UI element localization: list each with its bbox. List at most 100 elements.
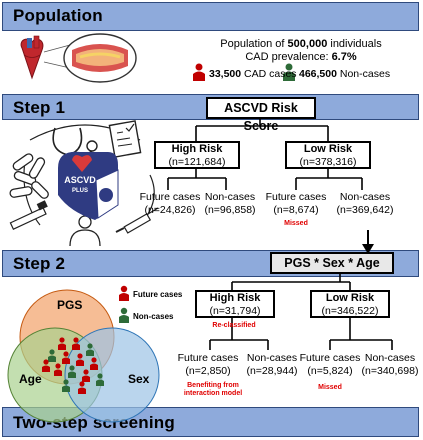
leaf-label: Future cases <box>299 352 361 364</box>
ascvd-logo-top: ASCVD <box>64 175 96 185</box>
leaf-label: Non-cases <box>364 352 416 364</box>
population-line1-suffix: individuals <box>327 38 382 50</box>
step1-to-step2-arrow <box>362 230 374 254</box>
person-red-icon <box>90 357 98 370</box>
leaf-label: Future cases <box>177 352 239 364</box>
person-red-icon <box>82 369 90 382</box>
artery-icon <box>63 33 137 83</box>
population-line1: Population of 500,000 individuals <box>196 38 406 50</box>
leaf-n: (n=8,674) <box>273 204 319 216</box>
leaf-n: (n=369,642) <box>336 204 394 216</box>
step1-high-risk-n: (n=121,684) <box>168 156 226 168</box>
leaf-n: (n=24,826) <box>144 204 196 216</box>
person-red-icon <box>58 337 66 350</box>
prevalence-value: 6.7% <box>331 51 357 63</box>
person-red-icon <box>72 337 80 350</box>
person-green-icon <box>86 343 94 356</box>
step2-leaf-non-low: Non-cases(n=340,698) <box>358 352 422 378</box>
benefiting-note-line2: interaction model <box>183 390 243 397</box>
person-red-icon <box>62 351 70 364</box>
population-line2: CAD prevalence: 6.7% <box>196 51 406 63</box>
person-red-icon <box>78 381 86 394</box>
venn-diagram <box>7 289 160 423</box>
ascvd-logo-bottom: PLUS <box>71 188 88 194</box>
noncases-count: 466,500 Non-cases <box>299 68 390 80</box>
step1-leaf-future-high: Future cases(n=24,826) <box>138 191 202 217</box>
step1-high-risk-box: High Risk (n=121,684) <box>154 141 240 169</box>
step1-leaf-future-low: Future cases(n=8,674) <box>264 191 328 217</box>
cases-label: CAD cases <box>241 68 297 80</box>
population-line1-prefix: Population of <box>220 38 288 50</box>
step1-illustration <box>9 120 159 247</box>
leaf-label: Non-cases <box>246 352 298 364</box>
step2-leaf-future-high: Future cases(n=2,850) <box>176 352 240 378</box>
step2-high-risk-box: High Risk (n=31,794) <box>195 290 275 318</box>
step2-header: Step 2 <box>13 254 66 273</box>
leaf-n: (n=5,824) <box>307 365 353 377</box>
cases-number: 33,500 <box>209 68 242 80</box>
person-red-icon <box>76 353 84 366</box>
leaf-label: Non-cases <box>204 191 256 203</box>
step2-missed-note: Missed <box>318 384 342 391</box>
step2-tree <box>209 273 393 350</box>
venn-label-sex: Sex <box>128 372 150 386</box>
step2-low-risk-n: (n=346,522) <box>321 305 379 317</box>
step2-leaf-non-high: Non-cases(n=28,944) <box>240 352 304 378</box>
person-green-icon <box>62 379 70 392</box>
legend-noncase-icon <box>119 307 129 323</box>
population-header: Population <box>13 6 103 25</box>
leaf-n: (n=28,944) <box>246 365 298 377</box>
cases-count: 33,500 CAD cases <box>209 68 297 80</box>
population-count: 500,000 <box>287 38 328 50</box>
step1-low-risk-box: Low Risk (n=378,316) <box>285 141 371 169</box>
step2-high-risk-title: High Risk <box>209 292 261 304</box>
step2-low-risk-title: Low Risk <box>325 292 375 304</box>
person-red-icon <box>54 363 62 376</box>
person-red-icon <box>193 63 205 81</box>
venn-label-pgs: PGS <box>57 298 83 312</box>
syringe-icon <box>115 207 159 234</box>
leaf-label: Future cases <box>265 191 327 203</box>
leaf-label: Non-cases <box>339 191 391 203</box>
cigarette-icon <box>9 200 48 231</box>
ascvd-logo-text: ASCVD PLUS <box>60 176 100 196</box>
venn-people <box>42 337 104 394</box>
ascvd-logo <box>58 151 119 220</box>
patient-icon <box>69 215 101 247</box>
noncases-number: 466,500 <box>299 68 337 80</box>
step1-high-risk-title: High Risk <box>171 143 223 155</box>
noncases-label: Non-cases <box>336 68 391 80</box>
step1-header: Step 1 <box>13 98 66 117</box>
heart-icon <box>20 35 44 80</box>
leaf-n: (n=340,698) <box>361 365 419 377</box>
person-green-icon <box>283 63 295 81</box>
leaf-label: Future cases <box>139 191 201 203</box>
step2-leaf-future-low: Future cases(n=5,824) <box>298 352 362 378</box>
benefiting-note-line1: Benefiting from <box>187 382 239 389</box>
pills-icon <box>9 153 49 199</box>
leaf-n: (n=96,858) <box>204 204 256 216</box>
reclassified-note: Re-classified <box>212 322 256 329</box>
legend-non-cases: Non-cases <box>133 312 174 321</box>
step1-low-risk-n: (n=378,316) <box>299 156 357 168</box>
step2-low-risk-box: Low Risk (n=346,522) <box>310 290 390 318</box>
step1-low-risk-title: Low Risk <box>303 143 353 155</box>
venn-label-age: Age <box>19 372 42 386</box>
step1-missed-note: Missed <box>284 220 308 227</box>
person-green-icon <box>96 373 104 386</box>
population-band: Population <box>2 2 419 31</box>
step1-leaf-non-low: Non-cases(n=369,642) <box>330 191 400 217</box>
legend-case-icon <box>119 285 129 301</box>
step2-high-risk-n: (n=31,794) <box>209 305 261 317</box>
step1-tree <box>167 116 363 190</box>
ascvd-score-box: ASCVD Risk Score <box>206 97 316 133</box>
prevalence-label: CAD prevalence: <box>245 51 332 63</box>
legend-future-cases: Future cases <box>133 290 183 299</box>
leaf-n: (n=2,850) <box>185 365 231 377</box>
person-red-icon <box>42 359 50 372</box>
step1-leaf-non-high: Non-cases(n=96,858) <box>200 191 260 217</box>
person-green-icon <box>48 349 56 362</box>
pgs-sex-age-box: PGS * Sex * Age <box>270 252 394 274</box>
